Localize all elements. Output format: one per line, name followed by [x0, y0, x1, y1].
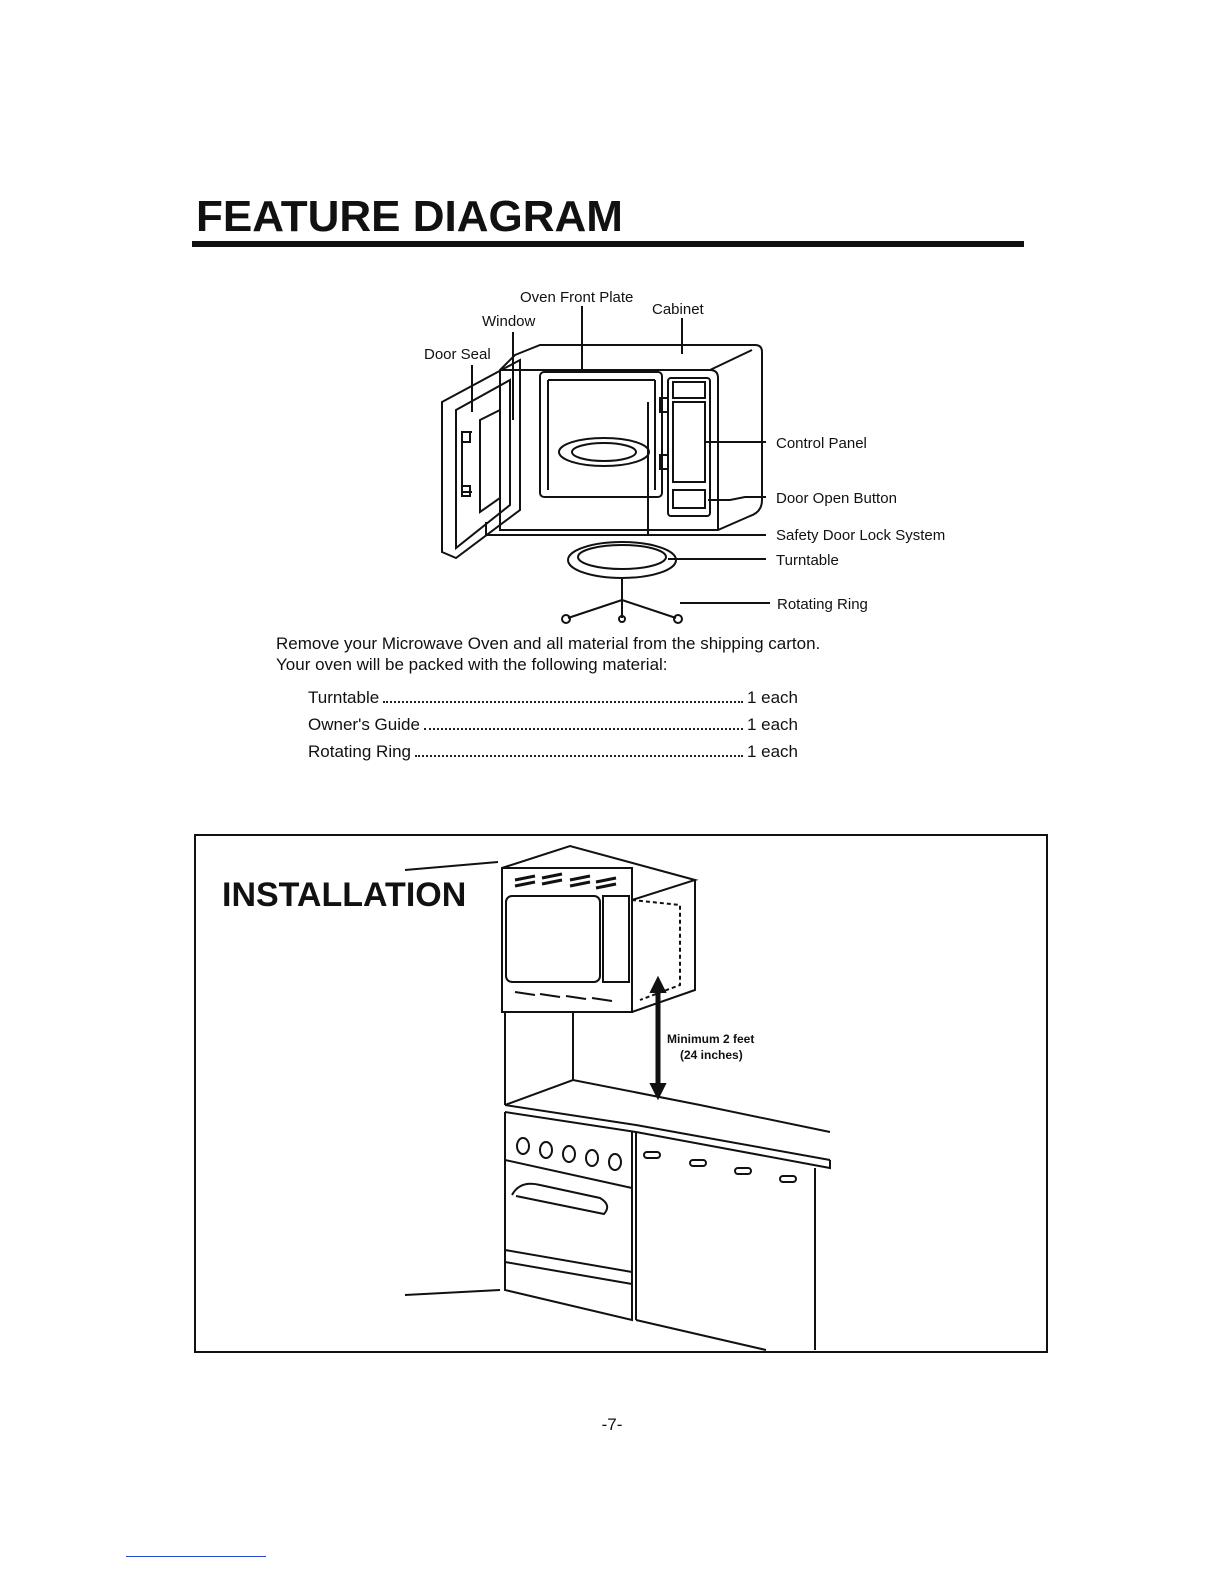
list-item: Owner's Guide 1 each — [308, 715, 798, 742]
clearance-label-line1: Minimum 2 feet — [667, 1032, 754, 1046]
list-item: Rotating Ring 1 each — [308, 742, 798, 769]
label-door-open-button: Door Open Button — [776, 490, 897, 507]
installation-title: INSTALLATION — [222, 876, 467, 914]
label-window: Window — [482, 313, 536, 330]
label-safety-door-lock: Safety Door Lock System — [776, 527, 945, 544]
packing-item-qty: 1 each — [746, 688, 798, 707]
dot-leader — [383, 701, 743, 703]
intro-line-2: Your oven will be packed with the follow… — [276, 655, 668, 674]
label-cabinet: Cabinet — [652, 301, 705, 318]
label-rotating-ring: Rotating Ring — [777, 596, 868, 613]
dot-leader — [423, 728, 743, 730]
packing-item-name: Rotating Ring — [308, 742, 412, 761]
packing-item-qty: 1 each — [746, 715, 798, 734]
installation-illustration — [404, 844, 831, 1351]
footer-rule — [126, 1556, 266, 1557]
list-item: Turntable 1 each — [308, 688, 798, 715]
label-control-panel: Control Panel — [776, 435, 867, 452]
dot-leader — [415, 755, 743, 757]
title-underline — [192, 241, 1024, 247]
page-number: -7- — [601, 1415, 623, 1434]
packing-item-name: Turntable — [308, 688, 380, 707]
label-door-seal: Door Seal — [424, 346, 491, 363]
label-turntable: Turntable — [776, 552, 839, 569]
diagram-leaders — [471, 306, 770, 604]
installation-box — [194, 834, 1048, 1353]
page-title: FEATURE DIAGRAM — [196, 192, 623, 241]
microwave-illustration — [441, 344, 763, 624]
label-oven-front-plate: Oven Front Plate — [520, 289, 633, 306]
intro-text: Remove your Microwave Oven and all mater… — [276, 633, 820, 675]
packing-item-name: Owner's Guide — [308, 715, 420, 734]
packing-item-qty: 1 each — [746, 742, 798, 761]
intro-line-1: Remove your Microwave Oven and all mater… — [276, 634, 821, 653]
packing-list: Turntable 1 each Owner's Guide 1 each Ro… — [308, 688, 798, 769]
clearance-label-line2: (24 inches) — [680, 1048, 743, 1062]
